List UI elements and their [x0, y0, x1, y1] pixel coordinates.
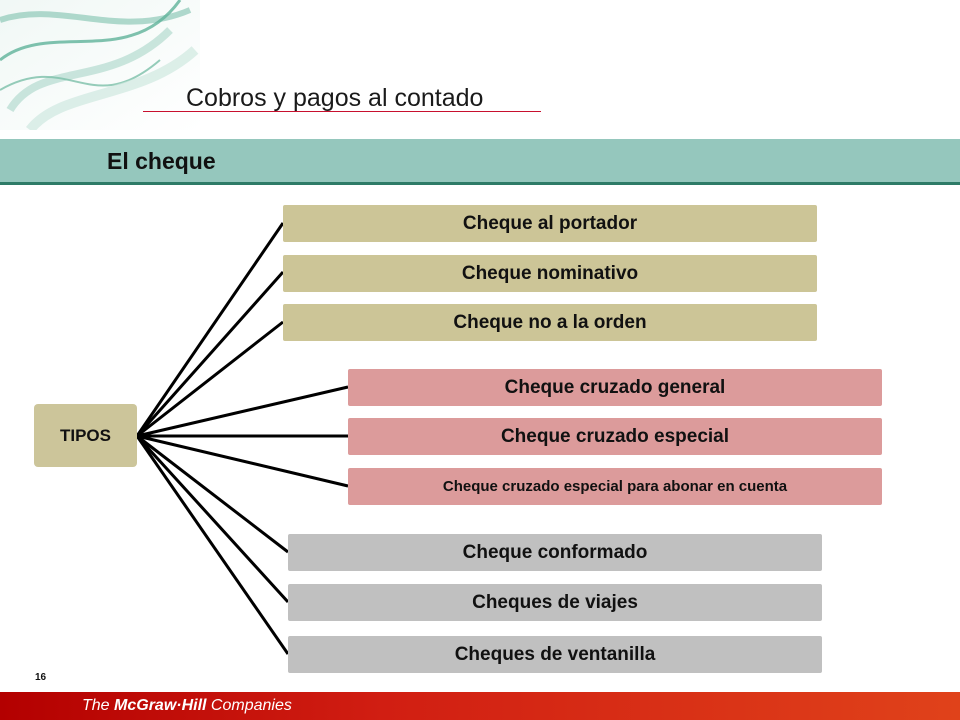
- node-cheque-no-a-la-orden: Cheque no a la orden: [283, 304, 817, 341]
- brand-name: McGraw·Hill: [114, 697, 207, 714]
- connector-3: [136, 320, 284, 438]
- section-band: [0, 139, 960, 185]
- root-node-tipos: TIPOS: [34, 404, 137, 467]
- brand-suffix: Companies: [206, 697, 292, 714]
- node-cheque-cruzado-general: Cheque cruzado general: [348, 369, 882, 406]
- brand-prefix: The: [82, 697, 115, 714]
- connector-7: [136, 434, 289, 554]
- connector-4: [136, 385, 349, 438]
- connector-8: [135, 434, 290, 604]
- node-cheque-cruzado-especial-abonar-cuenta: Cheque cruzado especial para abonar en c…: [348, 468, 882, 505]
- page-number: 16: [35, 672, 47, 683]
- publisher-logo: The McGraw·Hill Companies: [82, 697, 292, 715]
- connector-9: [135, 435, 290, 655]
- node-cheque-cruzado-especial: Cheque cruzado especial: [348, 418, 882, 455]
- connector-2: [135, 271, 285, 437]
- decorative-swirl-graphic: [0, 0, 200, 130]
- connector-1: [135, 222, 285, 437]
- slide-title: Cobros y pagos al contado: [186, 84, 484, 112]
- node-cheques-de-viajes: Cheques de viajes: [288, 584, 822, 621]
- node-cheque-nominativo: Cheque nominativo: [283, 255, 817, 292]
- connector-6: [136, 434, 349, 488]
- title-underline: [143, 111, 541, 112]
- section-title: El cheque: [107, 148, 216, 174]
- footer-bar: [0, 692, 960, 720]
- node-cheques-de-ventanilla: Cheques de ventanilla: [288, 636, 822, 673]
- node-cheque-al-portador: Cheque al portador: [283, 205, 817, 242]
- node-cheque-conformado: Cheque conformado: [288, 534, 822, 571]
